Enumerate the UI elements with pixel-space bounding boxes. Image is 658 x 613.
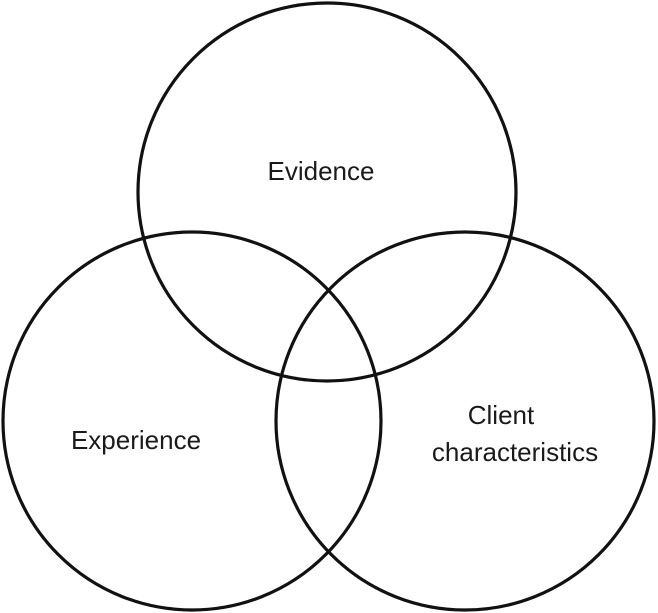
experience-label: Experience	[71, 425, 201, 455]
client-characteristics-circle	[274, 230, 656, 612]
experience-circle	[1, 230, 383, 612]
evidence-label: Evidence	[268, 156, 375, 186]
client-label-line2: characteristics	[432, 437, 598, 467]
evidence-circle	[136, 1, 518, 383]
client-label-line1: Client	[468, 400, 535, 430]
